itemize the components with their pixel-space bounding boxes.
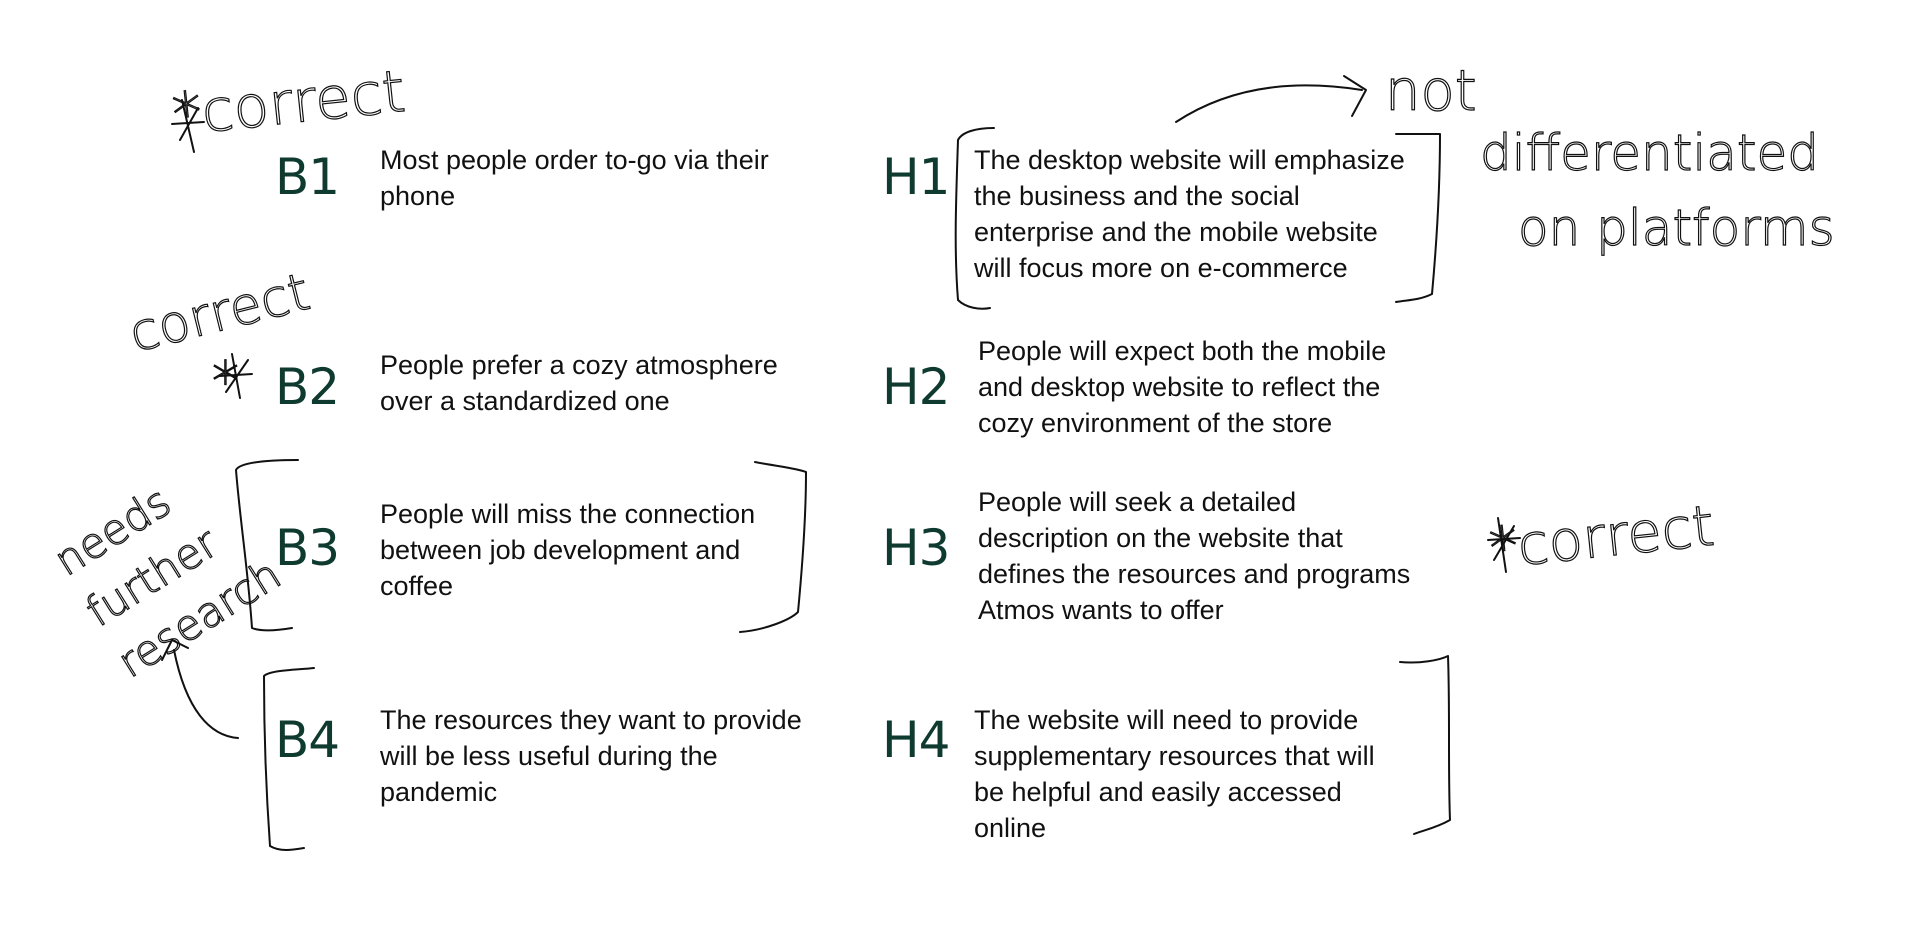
text-line: The desktop website will emphasize — [974, 145, 1405, 175]
hypothesis-label-h1: H1 — [882, 148, 950, 206]
text-line: will be less useful during the — [380, 741, 718, 771]
h3-star-icon — [1487, 517, 1521, 573]
note-line: needs — [46, 477, 180, 586]
hypothesis-label-h2: H2 — [882, 358, 950, 416]
hypothesis-label-h4: H4 — [882, 711, 950, 769]
b3-note-arrow — [173, 649, 239, 739]
belief-text-b3: People will miss the connection between … — [380, 496, 755, 604]
belief-label-b1: B1 — [275, 148, 340, 206]
hypothesis-label-h3: H3 — [882, 519, 950, 577]
hypothesis-text-h1: The desktop website will emphasize the b… — [974, 142, 1405, 286]
h3-correct-note: *correct — [1487, 494, 1718, 582]
h1-not-note: not — [1385, 59, 1477, 124]
belief-text-b4: The resources they want to provide will … — [380, 702, 802, 810]
h1-platforms-note: on platforms — [1518, 199, 1835, 257]
belief-text-b2: People prefer a cozy atmosphere over a s… — [380, 347, 778, 419]
b1-correct-note: *correct — [169, 57, 408, 149]
belief-text-b1: Most people order to-go via their phone — [380, 142, 769, 214]
text-line: the business and the social — [974, 181, 1300, 211]
text-line: The resources they want to provide — [380, 705, 802, 735]
belief-label-b2: B2 — [275, 358, 340, 416]
hypothesis-text-h3: People will seek a detailed description … — [978, 484, 1410, 628]
text-line: Most people order to-go via their — [380, 145, 769, 175]
belief-label-b4: B4 — [275, 711, 340, 769]
note-line: research — [109, 549, 289, 687]
h1-differentiated-note: differentiated — [1480, 124, 1819, 182]
b2-star-note: * — [212, 350, 239, 413]
text-line: description on the website that — [978, 523, 1343, 553]
text-line: over a standardized one — [380, 386, 670, 416]
text-line: People will seek a detailed — [978, 487, 1297, 517]
text-line: cozy environment of the store — [978, 408, 1333, 438]
b1-star-icon — [171, 99, 205, 153]
text-line: be helpful and easily accessed — [974, 777, 1342, 807]
arrow-head-icon — [1343, 75, 1367, 117]
b2-star-icon — [219, 353, 253, 399]
hypothesis-text-h2: People will expect both the mobile and d… — [978, 333, 1386, 441]
h4-right-bracket — [1399, 655, 1451, 835]
b3-research-note: needs further research — [45, 476, 290, 688]
text-line: between job development and — [380, 535, 741, 565]
text-line: enterprise and the mobile website — [974, 217, 1378, 247]
note-line: further — [77, 518, 226, 637]
text-line: will focus more on e-commerce — [974, 253, 1348, 283]
text-line: and desktop website to reflect the — [978, 372, 1381, 402]
arrow-head-icon — [161, 639, 189, 661]
text-line: People will miss the connection — [380, 499, 756, 529]
h1-arrow — [1175, 84, 1363, 123]
text-line: online — [974, 813, 1047, 843]
text-line: pandemic — [380, 777, 498, 807]
text-line: The website will need to provide — [974, 705, 1359, 735]
text-line: phone — [380, 181, 456, 211]
text-line: defines the resources and programs — [978, 559, 1411, 589]
text-line: People will expect both the mobile — [978, 336, 1387, 366]
text-line: coffee — [380, 571, 454, 601]
text-line: supplementary resources that will — [974, 741, 1375, 771]
belief-label-b3: B3 — [275, 519, 340, 577]
hypothesis-text-h4: The website will need to provide supplem… — [974, 702, 1375, 846]
text-line: People prefer a cozy atmosphere — [380, 350, 778, 380]
text-line: Atmos wants to offer — [978, 595, 1224, 625]
b2-correct-note: correct — [124, 262, 316, 364]
